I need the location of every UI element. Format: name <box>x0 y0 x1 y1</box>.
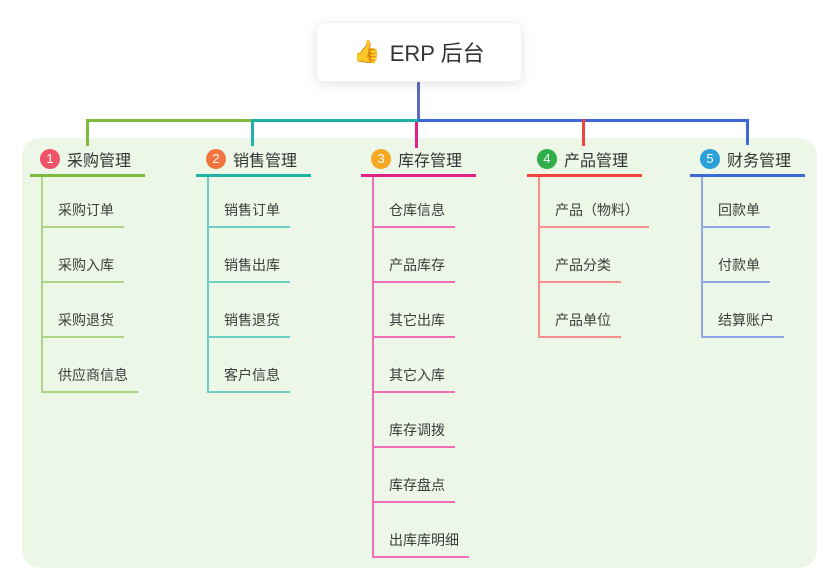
child-node[interactable]: 出库库明细 <box>374 503 469 558</box>
child-label: 仓库信息 <box>389 202 445 218</box>
connector-segment-green <box>86 119 253 122</box>
child-label: 产品分类 <box>555 257 611 273</box>
branch-node[interactable]: 3 库存管理 <box>361 146 476 177</box>
child-label: 产品库存 <box>389 257 445 273</box>
connector-segment-teal <box>253 119 418 122</box>
child-label: 销售订单 <box>224 202 280 218</box>
child-label: 产品单位 <box>555 312 611 328</box>
root-title: ERP 后台 <box>389 41 485 66</box>
child-label: 采购订单 <box>58 202 114 218</box>
branch-children: 仓库信息 产品库存 其它出库 其它入库 库存调拨 库存盘点 出库库明细 <box>372 177 469 558</box>
branch-node[interactable]: 2 销售管理 <box>196 146 311 177</box>
branch-purchase: 1 采购管理 采购订单 采购入库 采购退货 供应商信息 <box>30 146 145 393</box>
child-node[interactable]: 采购入库 <box>43 228 124 283</box>
child-label: 供应商信息 <box>58 367 128 383</box>
branch-product: 4 产品管理 产品（物料） 产品分类 产品单位 <box>527 146 649 338</box>
child-node[interactable]: 产品（物料） <box>540 177 649 228</box>
child-label: 出库库明细 <box>389 532 459 548</box>
child-label: 销售退货 <box>224 312 280 328</box>
child-node[interactable]: 付款单 <box>703 228 770 283</box>
child-label: 其它入库 <box>389 367 445 383</box>
child-label: 产品（物料） <box>555 202 639 218</box>
child-label: 付款单 <box>718 257 760 273</box>
branch-children: 回款单 付款单 结算账户 <box>701 177 784 338</box>
branch-children: 产品（物料） 产品分类 产品单位 <box>538 177 649 338</box>
child-node[interactable]: 产品分类 <box>540 228 621 283</box>
child-node[interactable]: 采购退货 <box>43 283 124 338</box>
branch-number-badge: 2 <box>206 148 226 169</box>
child-node[interactable]: 销售订单 <box>209 177 290 228</box>
branch-title: 产品管理 <box>564 152 629 170</box>
branch-number-badge: 4 <box>537 148 557 169</box>
root-node[interactable]: 👍 ERP 后台 <box>316 22 522 82</box>
child-label: 库存调拨 <box>389 422 445 438</box>
branch-number-badge: 1 <box>40 148 60 169</box>
branch-title: 库存管理 <box>398 152 463 170</box>
root-connector-line <box>417 82 420 121</box>
child-node[interactable]: 结算账户 <box>703 283 784 338</box>
child-node[interactable]: 其它出库 <box>374 283 455 338</box>
child-node[interactable]: 供应商信息 <box>43 338 138 393</box>
branch-children: 销售订单 销售出库 销售退货 客户信息 <box>207 177 290 393</box>
child-node[interactable]: 其它入库 <box>374 338 455 393</box>
branch-title: 销售管理 <box>233 152 298 170</box>
child-node[interactable]: 回款单 <box>703 177 770 228</box>
child-label: 结算账户 <box>718 312 774 328</box>
branch-inventory: 3 库存管理 仓库信息 产品库存 其它出库 其它入库 库存调拨 库存盘点 出库库… <box>361 146 476 558</box>
child-node[interactable]: 产品库存 <box>374 228 455 283</box>
child-label: 客户信息 <box>224 367 280 383</box>
child-label: 采购入库 <box>58 257 114 273</box>
branch-children: 采购订单 采购入库 采购退货 供应商信息 <box>41 177 138 393</box>
child-label: 其它出库 <box>389 312 445 328</box>
child-node[interactable]: 销售退货 <box>209 283 290 338</box>
child-label: 销售出库 <box>224 257 280 273</box>
branch-number-badge: 3 <box>371 148 391 169</box>
branch-drop-line-4 <box>582 119 585 146</box>
branch-node[interactable]: 5 财务管理 <box>690 146 805 177</box>
branch-number-badge: 5 <box>700 148 720 169</box>
child-node[interactable]: 客户信息 <box>209 338 290 393</box>
branch-finance: 5 财务管理 回款单 付款单 结算账户 <box>690 146 805 338</box>
child-node[interactable]: 库存调拨 <box>374 393 455 448</box>
child-label: 回款单 <box>718 202 760 218</box>
branch-title: 采购管理 <box>67 152 132 170</box>
branch-node[interactable]: 1 采购管理 <box>30 146 145 177</box>
branch-drop-line-1 <box>86 119 89 146</box>
branch-node[interactable]: 4 产品管理 <box>527 146 642 177</box>
branch-drop-line-3 <box>415 122 418 148</box>
child-node[interactable]: 产品单位 <box>540 283 621 338</box>
child-node[interactable]: 销售出库 <box>209 228 290 283</box>
child-node[interactable]: 库存盘点 <box>374 448 455 503</box>
child-node[interactable]: 采购订单 <box>43 177 124 228</box>
group-panel <box>22 138 817 568</box>
child-node[interactable]: 仓库信息 <box>374 177 455 228</box>
branch-title: 财务管理 <box>727 152 792 170</box>
branch-drop-line-2 <box>251 119 254 146</box>
branch-drop-line-5 <box>746 119 749 145</box>
branch-sales: 2 销售管理 销售订单 销售出库 销售退货 客户信息 <box>196 146 311 393</box>
thumbs-up-icon: 👍 <box>353 39 381 64</box>
child-label: 采购退货 <box>58 312 114 328</box>
child-label: 库存盘点 <box>389 477 445 493</box>
